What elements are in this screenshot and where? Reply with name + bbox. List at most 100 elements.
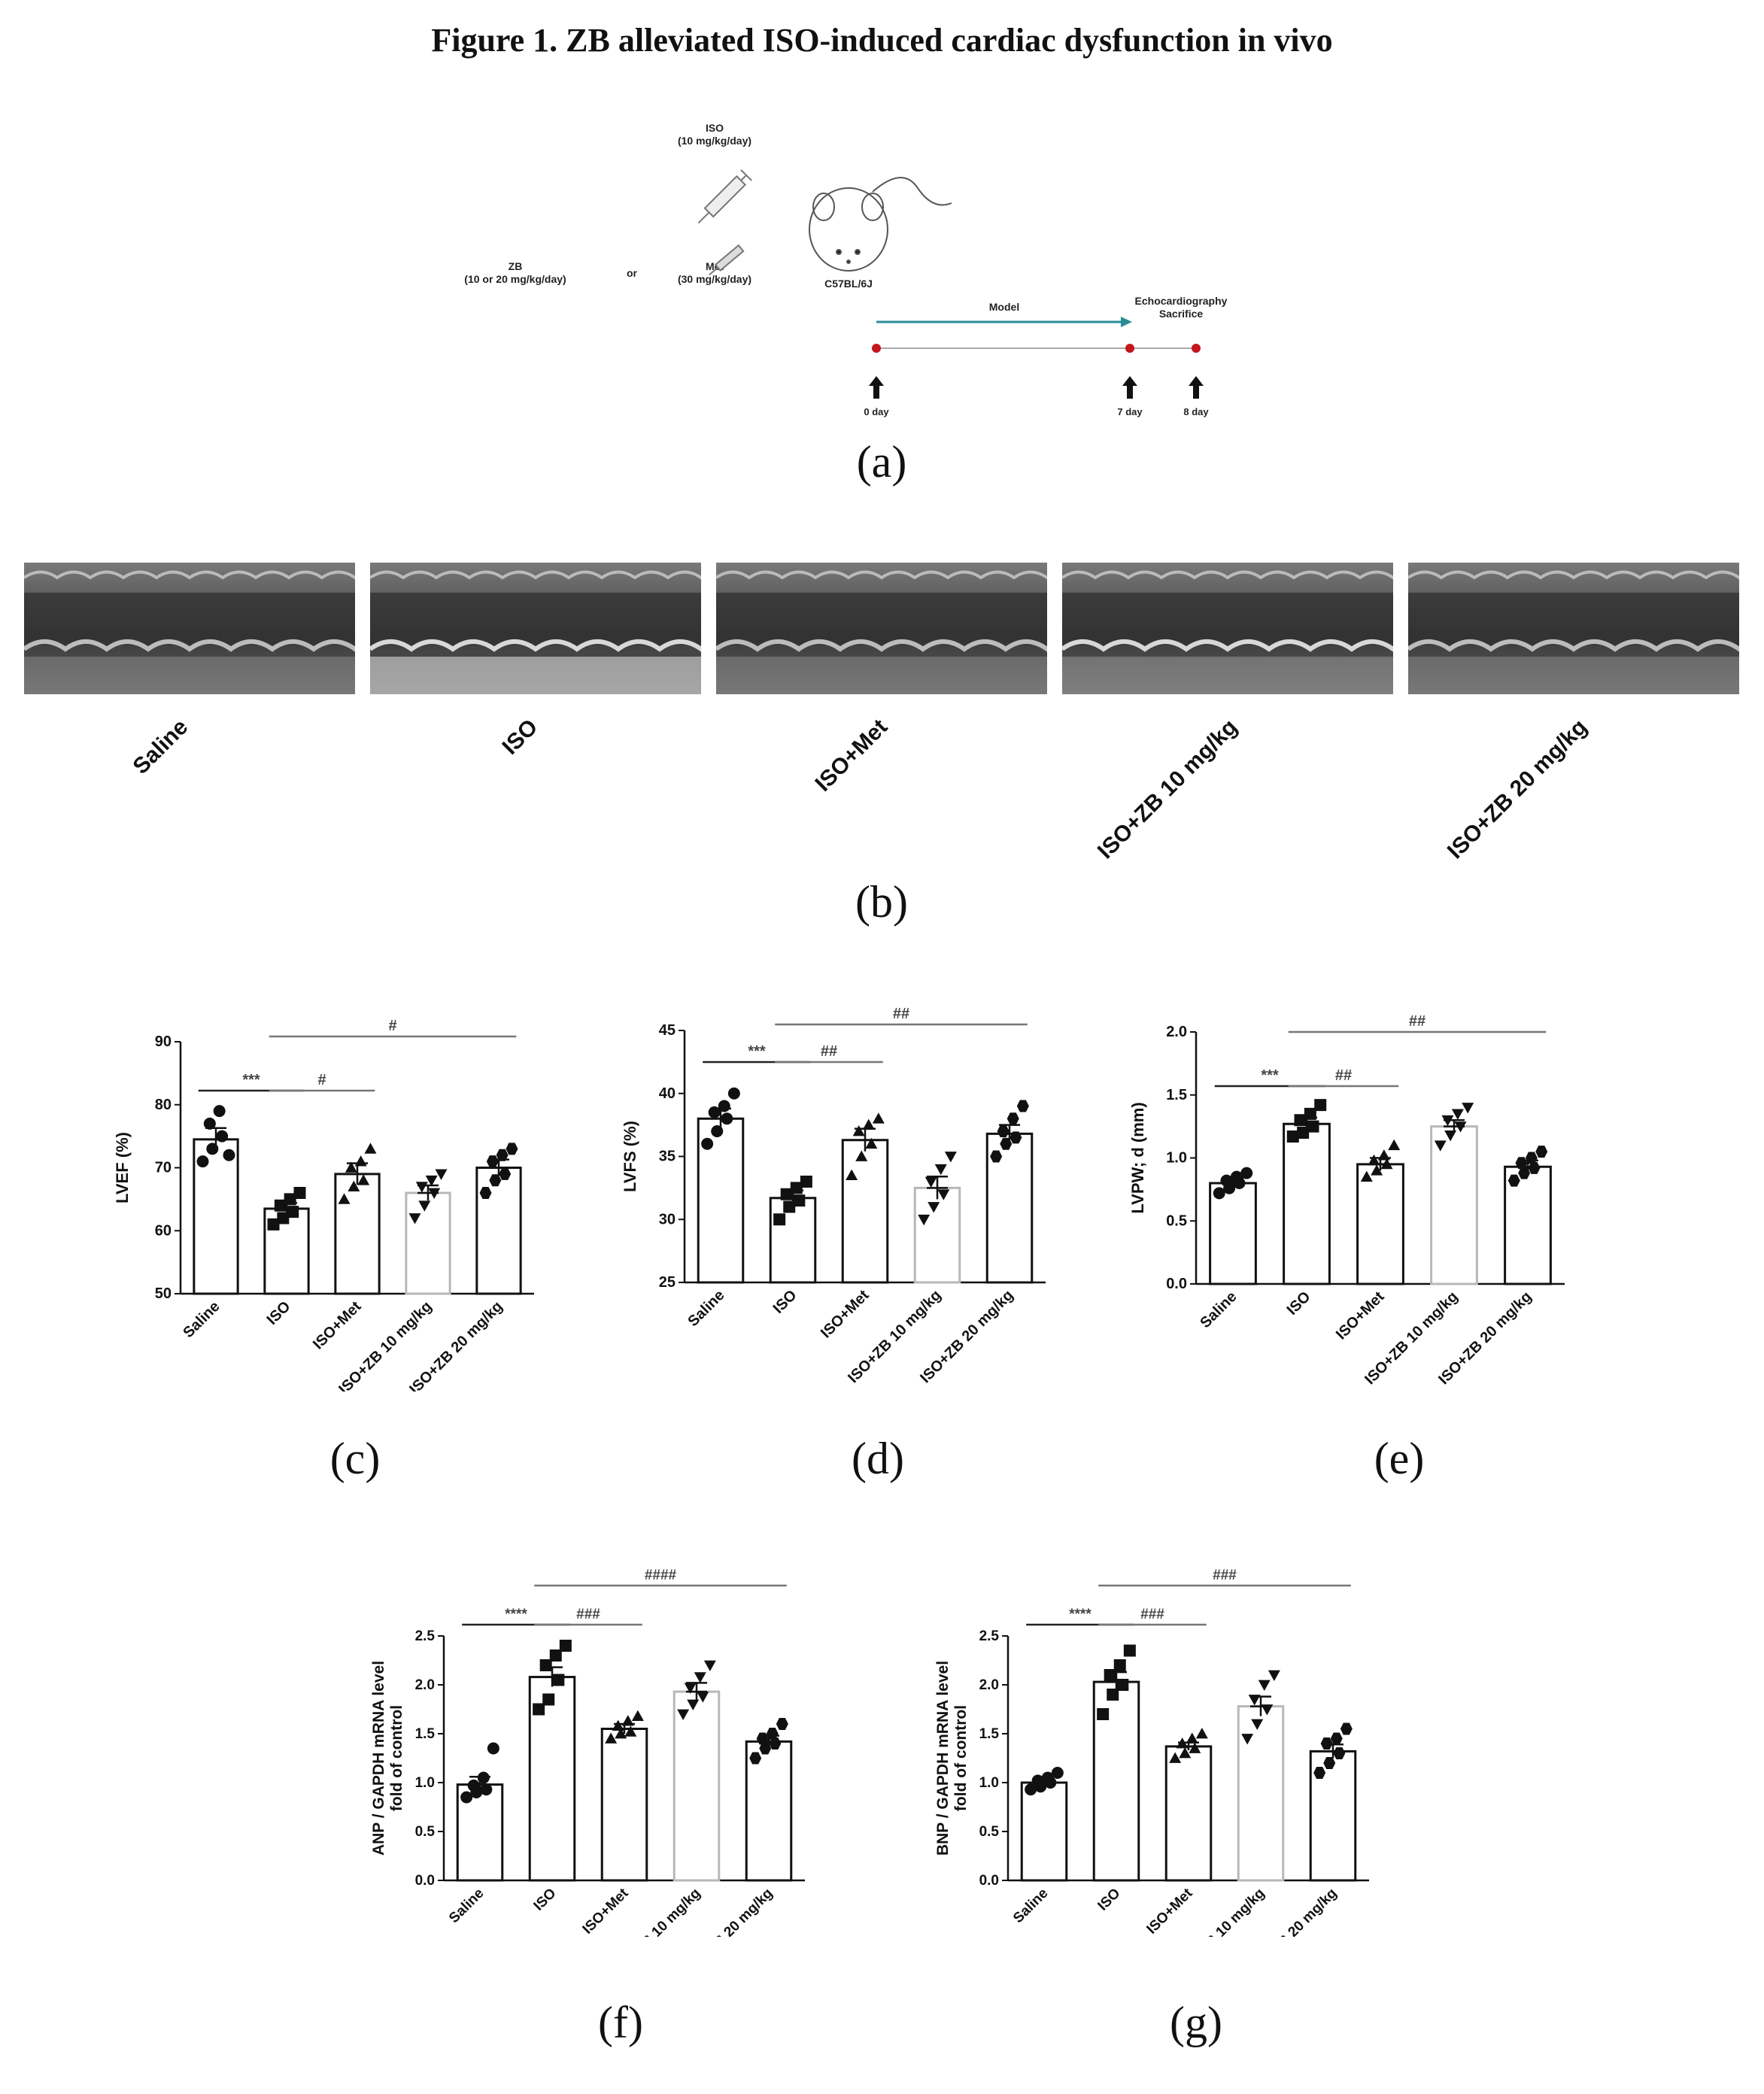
x-tick-label: Saline	[1197, 1288, 1240, 1331]
echo-image	[370, 563, 701, 694]
data-point	[793, 1194, 806, 1207]
panel-label-d: (d)	[852, 1434, 904, 1483]
data-point	[928, 1202, 940, 1213]
bar	[1356, 1163, 1404, 1285]
y-tick-label: 45	[659, 1022, 676, 1039]
data-point	[852, 1125, 865, 1137]
data-point	[345, 1161, 357, 1173]
data-point	[783, 1200, 796, 1213]
data-point	[721, 1112, 733, 1125]
day8-dot	[1192, 344, 1201, 353]
data-point	[293, 1187, 306, 1199]
data-point	[1241, 1734, 1254, 1745]
bar	[1237, 1705, 1285, 1882]
data-point	[769, 1737, 782, 1750]
data-point	[486, 1155, 499, 1168]
echo-label: ISO+ZB 10 mg/kg	[1092, 714, 1243, 864]
data-point	[1528, 1161, 1541, 1174]
x-tick-label: ISO+Met	[580, 1885, 632, 1937]
bar	[475, 1167, 522, 1295]
data-point	[1535, 1146, 1548, 1158]
y-axis-label-2: fold of control	[388, 1705, 405, 1811]
bar	[841, 1139, 889, 1284]
echo-step-label: Echocardiography	[1135, 295, 1228, 307]
significance-label: ###	[1140, 1607, 1164, 1622]
y-tick-label: 35	[659, 1149, 676, 1165]
data-point	[697, 1692, 709, 1703]
data-point	[1323, 1757, 1336, 1769]
data-point	[727, 1087, 740, 1100]
data-point	[944, 1152, 957, 1163]
data-point	[415, 1182, 428, 1193]
data-point	[480, 1783, 493, 1796]
data-point	[460, 1791, 473, 1804]
significance-label: ***	[242, 1072, 260, 1088]
data-point	[467, 1779, 480, 1792]
significance-label: #	[388, 1018, 396, 1034]
data-point	[1248, 1695, 1261, 1706]
day7-label: 7 day	[1117, 406, 1143, 417]
data-point	[701, 1137, 714, 1150]
y-tick-label: 2.5	[415, 1628, 436, 1644]
iso-dose-label: (10 mg/kg/day)	[677, 135, 752, 147]
data-point	[1186, 1732, 1198, 1743]
data-point	[354, 1155, 367, 1167]
bar	[1164, 1745, 1213, 1882]
significance-label: ###	[576, 1607, 600, 1622]
data-point	[277, 1212, 290, 1225]
data-point	[711, 1125, 724, 1137]
significance-label: ##	[893, 1008, 909, 1022]
echo-label: ISO+ZB 20 mg/kg	[1442, 714, 1592, 864]
data-point	[487, 1742, 499, 1755]
data-point	[338, 1193, 351, 1204]
data-point	[1451, 1109, 1464, 1120]
data-point	[479, 1187, 492, 1199]
bar	[1283, 1122, 1331, 1285]
x-tick-label: ISO	[531, 1886, 560, 1914]
data-point	[615, 1728, 627, 1739]
y-tick-label: 1.5	[415, 1726, 436, 1742]
day0-dot	[872, 344, 881, 353]
data-point	[506, 1143, 518, 1155]
data-point	[1213, 1187, 1225, 1200]
day7-dot	[1125, 344, 1134, 353]
data-point	[1041, 1771, 1054, 1784]
data-point	[1518, 1167, 1531, 1179]
x-tick-label: Saline	[1010, 1886, 1051, 1926]
model-label: Model	[989, 301, 1019, 313]
x-tick-label: ISO	[264, 1298, 294, 1328]
panel-label-a: (a)	[856, 437, 907, 487]
data-point	[1104, 1669, 1116, 1681]
data-point	[773, 1213, 786, 1226]
echo-image	[716, 563, 1047, 694]
data-point	[1454, 1121, 1467, 1133]
data-point	[855, 1150, 868, 1161]
data-point	[1462, 1103, 1474, 1114]
y-tick-label: 2.0	[415, 1677, 435, 1693]
x-tick-label: Saline	[685, 1287, 727, 1330]
data-point	[624, 1725, 637, 1737]
data-point	[274, 1199, 287, 1212]
data-point	[1380, 1158, 1393, 1170]
day8-label: 8 day	[1183, 406, 1209, 417]
data-point	[539, 1659, 552, 1671]
data-point	[1025, 1783, 1037, 1796]
data-point	[684, 1683, 697, 1694]
y-axis-label-2: fold of control	[952, 1705, 970, 1811]
data-point	[213, 1105, 226, 1118]
y-tick-label: 0.0	[415, 1873, 435, 1889]
data-point	[533, 1703, 545, 1716]
data-point	[612, 1719, 624, 1731]
data-point	[1220, 1174, 1233, 1187]
panel-label-g: (g)	[1170, 1998, 1222, 2047]
data-point	[1507, 1174, 1520, 1187]
data-point	[1525, 1152, 1538, 1164]
data-point	[865, 1137, 878, 1149]
y-tick-label: 0.5	[415, 1824, 436, 1840]
y-tick-label: 80	[155, 1097, 172, 1113]
panel-label-f: (f)	[598, 1998, 643, 2047]
y-tick-label: 25	[659, 1274, 676, 1291]
y-axis-label: ANP / GAPDH mRNA level	[370, 1661, 387, 1856]
zb-dose-label: (10 or 20 mg/kg/day)	[464, 273, 566, 285]
